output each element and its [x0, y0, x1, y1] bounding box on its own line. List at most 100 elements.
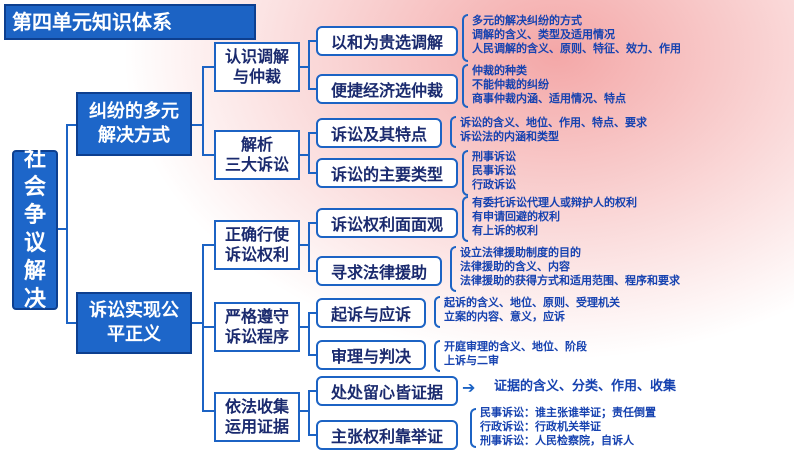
brace: [434, 296, 440, 328]
connector: [300, 326, 310, 328]
level1-label: 诉讼实现公平正义: [89, 300, 179, 345]
connector: [202, 326, 214, 328]
level2-node: 认识调解 与仲裁: [214, 42, 300, 92]
connector: [202, 66, 214, 68]
level2-line: 与仲裁: [232, 67, 281, 86]
connector: [308, 132, 310, 174]
root-char: 解: [23, 259, 46, 284]
notes-group: 民事诉讼：谁主张谁举证；责任倒置 行政诉讼：行政机关举证 刑事诉讼：人民检察院，…: [480, 406, 656, 448]
note: 诉讼法的内涵和类型: [460, 130, 559, 143]
brace: [462, 64, 468, 108]
brace: [450, 246, 456, 292]
level3-label: 诉讼的主要类型: [330, 165, 443, 184]
level3-label: 诉讼权利面面观: [330, 215, 443, 234]
notes-group: 多元的解决纠纷的方式 调解的含义、类型及适用情况 人民调解的含义、原则、特征、效…: [472, 14, 681, 56]
note: 上诉与二审: [444, 354, 499, 367]
connector: [66, 322, 76, 324]
connector: [308, 222, 316, 224]
brace: [462, 196, 468, 242]
level3-node: 主张权利靠举证: [316, 420, 458, 450]
root-text: 社会争议解决: [24, 146, 46, 314]
connector: [192, 322, 204, 324]
connector: [58, 228, 68, 230]
root-char: 会: [23, 175, 46, 200]
connector: [192, 124, 204, 126]
note: 证据的含义、分类、作用、收集: [494, 379, 677, 394]
connector: [202, 66, 204, 156]
root-node: 社会争议解决: [12, 147, 58, 312]
connector: [66, 124, 76, 126]
note: 人民调解的含义、原则、特征、效力、作用: [472, 42, 681, 55]
connector: [308, 434, 316, 436]
root-char: 社: [23, 147, 46, 172]
root-char: 议: [23, 231, 46, 256]
note: 刑事诉讼: [472, 150, 516, 163]
level3-label: 起诉与应诉: [330, 305, 411, 324]
level1-label: 纠纷的多元解决方式: [89, 101, 179, 146]
note: 有申请回避的权利: [472, 210, 560, 223]
level2-node: 解析 三大诉讼: [214, 130, 300, 180]
note: 刑事诉讼：人民检察院，自诉人: [480, 434, 634, 447]
note: 法律援助的含义、内容: [460, 260, 570, 273]
connector: [308, 222, 310, 272]
notes-group: 设立法律援助制度的目的 法律援助的含义、内容 法律援助的获得方式和适用范围、程序…: [460, 246, 680, 288]
connector: [300, 244, 310, 246]
level1-node-litigation: 诉讼实现公平正义: [76, 292, 192, 354]
note: 有上诉的权利: [472, 224, 538, 237]
level3-label: 处处留心皆证据: [330, 383, 443, 402]
note: 设立法律援助制度的目的: [460, 246, 581, 259]
note: 民事诉讼: [472, 164, 516, 177]
notes-group: 起诉的含义、地位、原则、受理机关 立案的内容、意义，应诉: [444, 296, 620, 324]
level2-line: 认识调解: [224, 47, 289, 66]
level3-node: 以和为贵选调解: [316, 26, 458, 56]
brace: [434, 340, 440, 372]
connector: [202, 244, 204, 412]
level3-node: 审理与判决: [316, 340, 426, 370]
level3-node: 便捷经济选仲裁: [316, 74, 458, 104]
level2-line: 依法收集: [224, 397, 289, 416]
notes-group: 诉讼的含义、地位、作用、特点、要求 诉讼法的内涵和类型: [460, 116, 647, 144]
level3-label: 审理与判决: [330, 347, 411, 366]
brace: [462, 14, 468, 62]
level3-label: 以和为贵选调解: [330, 33, 443, 52]
connector: [308, 40, 310, 90]
note: 诉讼的含义、地位、作用、特点、要求: [460, 116, 647, 129]
level3-label: 诉讼及其特点: [330, 125, 427, 144]
arrow-right-icon: ➔: [462, 378, 476, 397]
note: 仲裁的种类: [472, 64, 527, 77]
level2-line: 正确行使: [224, 225, 289, 244]
connector: [300, 410, 310, 412]
note: 有委托诉讼代理人或辩护人的权利: [472, 196, 637, 209]
note: 多元的解决纠纷的方式: [472, 14, 582, 27]
level2-line: 诉讼权利: [224, 245, 289, 264]
level3-node: 起诉与应诉: [316, 298, 426, 328]
note: 行政诉讼：行政机关举证: [480, 420, 601, 433]
note: 行政诉讼: [472, 178, 516, 191]
note: 民事诉讼：谁主张谁举证；责任倒置: [480, 406, 656, 419]
level3-node: 诉讼的主要类型: [316, 158, 458, 188]
connector: [308, 390, 316, 392]
notes-group: 刑事诉讼 民事诉讼 行政诉讼: [472, 150, 516, 192]
note: 商事仲裁内涵、适用情况、特点: [472, 92, 626, 105]
connector: [202, 244, 214, 246]
level3-label: 主张权利靠举证: [330, 427, 443, 446]
connector: [308, 88, 316, 90]
connector: [308, 312, 316, 314]
connector: [308, 390, 310, 436]
connector: [300, 66, 310, 68]
level3-label: 寻求法律援助: [330, 263, 427, 282]
note: 立案的内容、意义，应诉: [444, 310, 565, 323]
root-char: 争: [23, 203, 46, 228]
note: 起诉的含义、地位、原则、受理机关: [444, 296, 620, 309]
root-label: 社会争议解决: [24, 146, 46, 314]
note: 法律援助的获得方式和适用范围、程序和要求: [460, 274, 680, 287]
connector: [202, 154, 214, 156]
brace: [470, 408, 476, 448]
note: 不能仲裁的纠纷: [472, 78, 549, 91]
note: 调解的含义、类型及适用情况: [472, 28, 615, 41]
connector: [308, 172, 316, 174]
notes-group: 开庭审理的含义、地位、阶段 上诉与二审: [444, 340, 587, 368]
level2-line: 解析: [240, 135, 273, 154]
level2-node: 正确行使 诉讼权利: [214, 220, 300, 270]
level1-node-disputes: 纠纷的多元解决方式: [76, 92, 192, 156]
